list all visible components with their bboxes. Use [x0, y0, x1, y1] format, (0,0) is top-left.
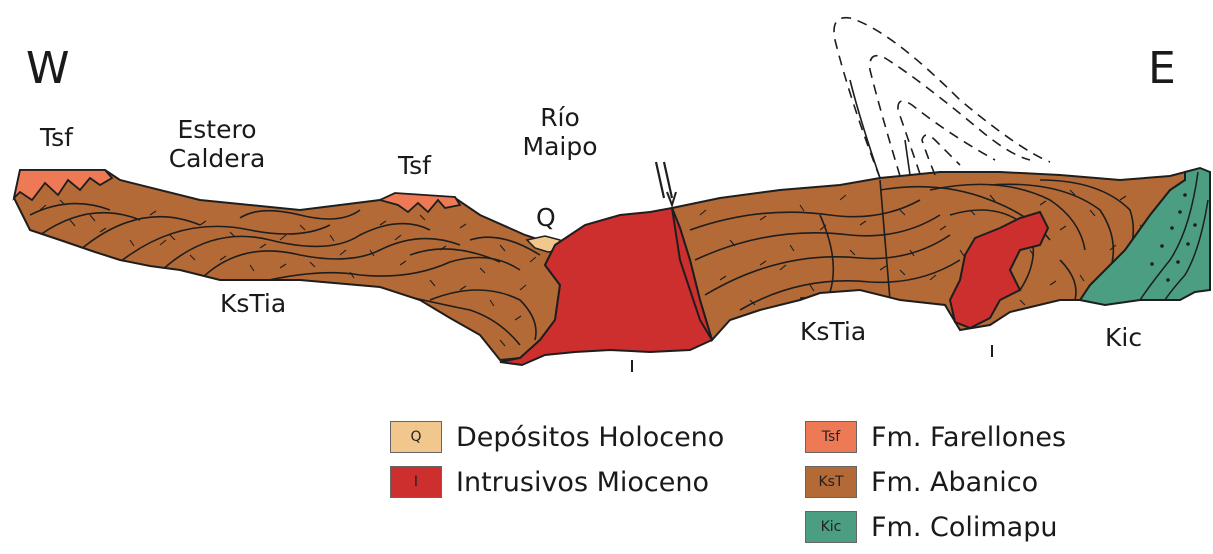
legend-swatch-mioceno: I: [390, 466, 442, 498]
legend-label-mioceno: Intrusivos Mioceno: [456, 467, 709, 498]
legend-label-abanico: Fm. Abanico: [871, 467, 1038, 498]
legend-swatch-abanico: KsT: [805, 466, 857, 498]
estero-line-2: Caldera: [162, 145, 272, 174]
rio-line-1: Río: [515, 104, 605, 133]
legend-swatch-farellones: Tsf: [805, 421, 857, 453]
kic-unit-label: Kic: [1105, 324, 1142, 353]
unit-kstia-east-body: [672, 172, 1185, 340]
tsf-center-label: Tsf: [398, 152, 431, 181]
eroded-fold-projection: [834, 18, 1050, 178]
legend-item-holoceno: Q Depósitos Holoceno: [390, 418, 724, 456]
west-direction-label: W: [26, 44, 70, 95]
legend-item-abanico: KsT Fm. Abanico: [805, 463, 1038, 501]
rio-maipo-label: Río Maipo: [515, 104, 605, 162]
estero-caldera-label: Estero Caldera: [162, 116, 272, 174]
legend-swatch-colimapu: Kic: [805, 511, 857, 543]
legend-swatch-holoceno: Q: [390, 421, 442, 453]
fold-traces: [850, 80, 910, 178]
kstia-east-label: KsTia: [800, 318, 866, 347]
rio-line-2: Maipo: [515, 133, 605, 162]
unit-kstia-west-body: [14, 170, 560, 360]
legend-item-farellones: Tsf Fm. Farellones: [805, 418, 1066, 456]
tsf-west-label: Tsf: [40, 124, 73, 153]
estero-line-1: Estero: [162, 116, 272, 145]
legend-item-mioceno: I Intrusivos Mioceno: [390, 463, 709, 501]
legend-item-colimapu: Kic Fm. Colimapu: [805, 508, 1057, 546]
q-unit-label: Q: [536, 204, 556, 233]
east-direction-label: E: [1148, 44, 1176, 95]
legend-label-farellones: Fm. Farellones: [871, 422, 1066, 453]
kstia-west-label: KsTia: [220, 290, 286, 319]
legend-label-holoceno: Depósitos Holoceno: [456, 422, 724, 453]
legend-label-colimapu: Fm. Colimapu: [871, 512, 1057, 543]
